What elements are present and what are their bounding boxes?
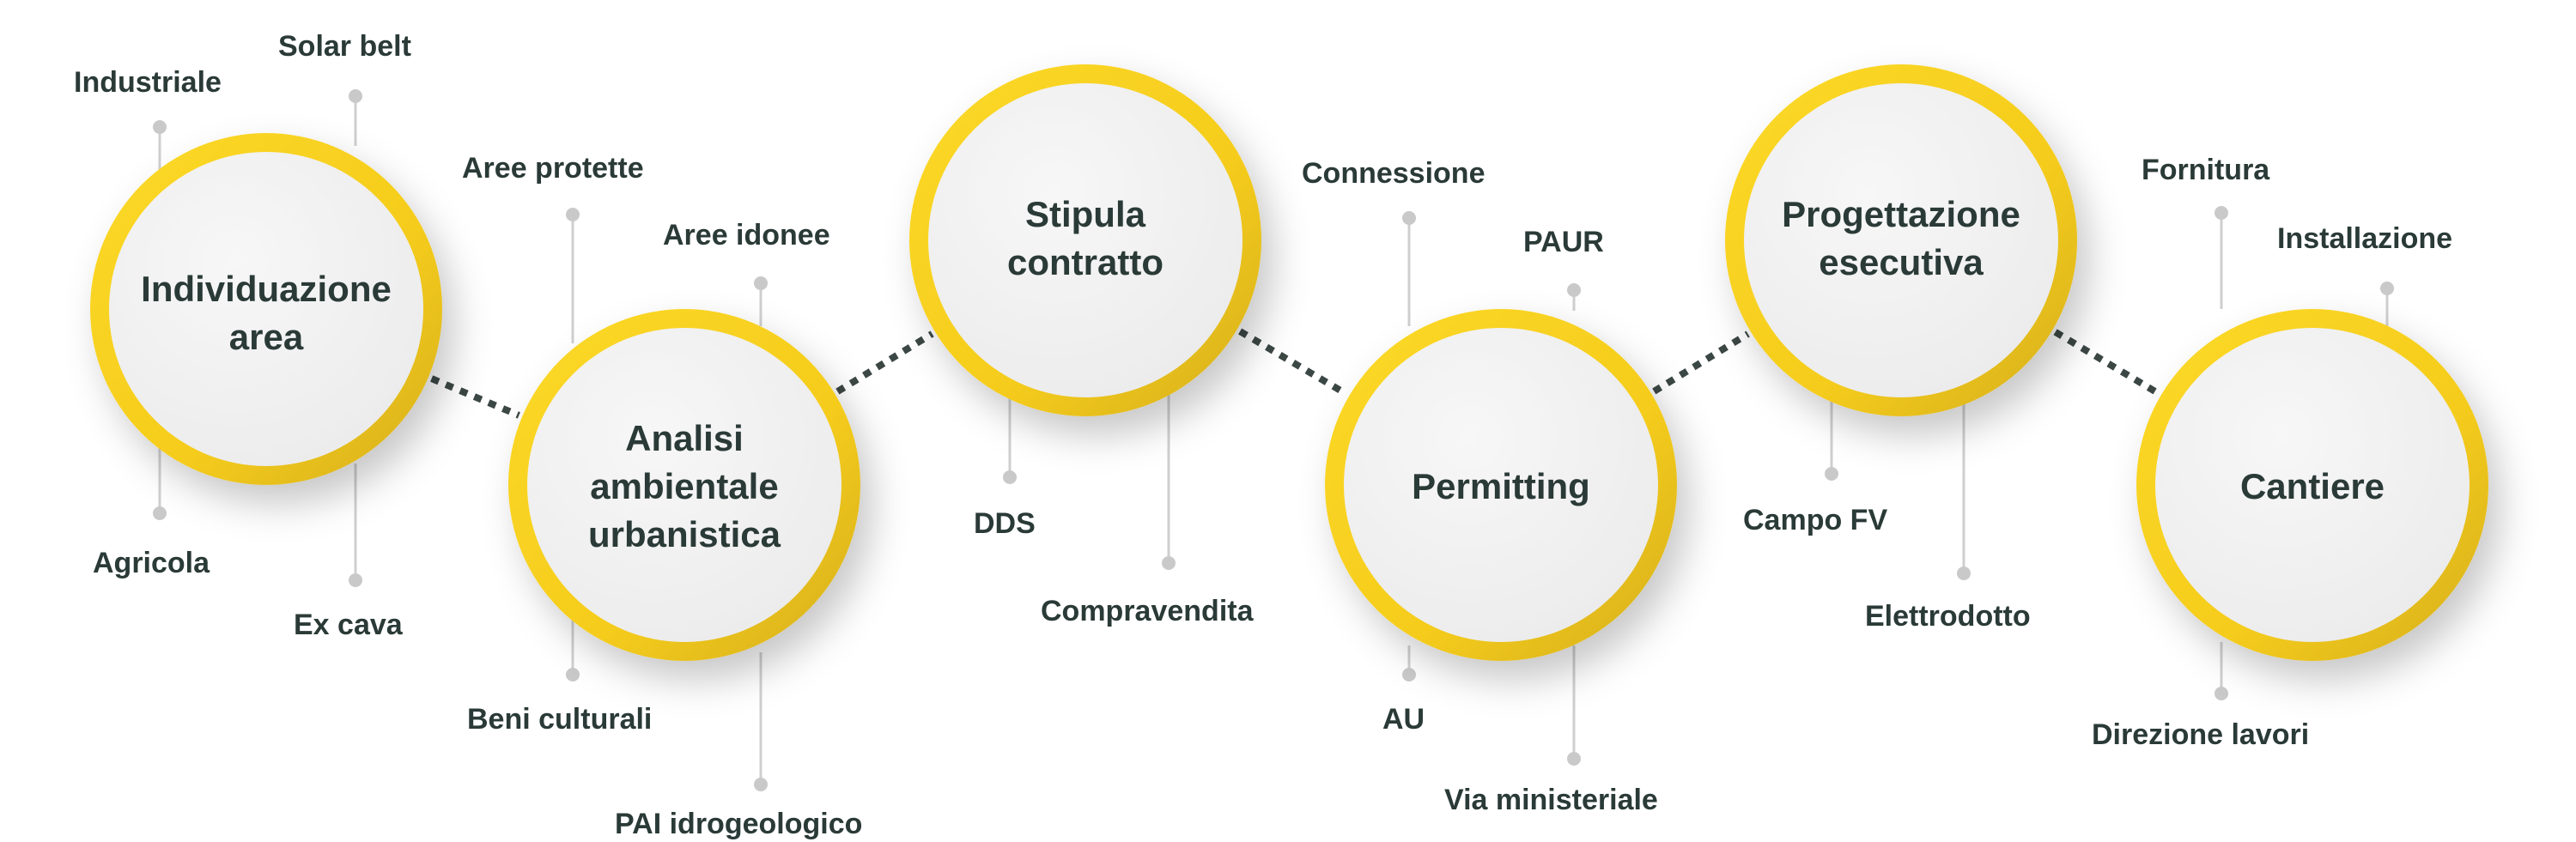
tag-campo-fv: Campo FV xyxy=(1743,504,1888,536)
stem-dot-campo-fv xyxy=(1825,467,1838,481)
step-fill-analisi xyxy=(527,328,841,642)
step-circle-analisi xyxy=(508,309,860,661)
step-circle-cantiere xyxy=(2136,309,2488,661)
step-analisi-title: Analisi ambientale urbanistica xyxy=(587,418,781,554)
step-fill-progettazione-esecutiva xyxy=(1744,83,2058,397)
stem-dot-pai-idrogeologico xyxy=(754,778,768,791)
tag-beni-culturali: Beni culturali xyxy=(467,703,653,736)
step-progettazione-esecutiva-title: Progettazione esecutiva xyxy=(1782,194,2020,282)
stem-dot-compravendita xyxy=(1162,556,1176,570)
tag-aree-protette: Aree protette xyxy=(462,152,644,185)
connector-permitting-to-progettazione-esecutiva xyxy=(1652,330,1750,395)
stem-dot-aree-idonee xyxy=(754,276,768,290)
tag-aree-idonee: Aree idonee xyxy=(663,219,830,251)
stem-dot-solar-belt xyxy=(349,89,362,103)
tag-industriale: Industriale xyxy=(74,66,222,99)
tag-installazione: Installazione xyxy=(2277,222,2453,255)
tag-fornitura: Fornitura xyxy=(2142,154,2270,186)
step-circle-individuazione-area xyxy=(90,133,442,485)
tag-pai-idrogeologico: PAI idrogeologico xyxy=(615,808,863,840)
stem-dot-paur xyxy=(1567,283,1581,297)
connector-stipula-contratto-to-permitting xyxy=(1238,328,1348,397)
step-circle-progettazione-esecutiva xyxy=(1725,64,2077,416)
tag-au: AU xyxy=(1382,703,1425,736)
stem-dot-direzione-lavori xyxy=(2215,687,2228,700)
stem-dot-industriale xyxy=(153,120,167,134)
tag-dds: DDS xyxy=(974,507,1036,540)
stem-dot-installazione xyxy=(2380,282,2394,295)
stem-dot-au xyxy=(1402,668,1416,681)
tag-paur: PAUR xyxy=(1523,226,1604,258)
step-permitting-title: Permitting xyxy=(1412,466,1590,506)
connector-individuazione-area-to-analisi xyxy=(430,375,520,419)
tag-ex-cava: Ex cava xyxy=(294,609,403,641)
stem-dot-elettrodotto xyxy=(1957,566,1971,580)
tag-direzione-lavori: Direzione lavori xyxy=(2092,718,2310,751)
stem-dot-fornitura xyxy=(2215,206,2228,220)
tag-elettrodotto: Elettrodotto xyxy=(1865,600,2031,633)
stem-dot-via-ministeriale xyxy=(1567,752,1581,766)
connector-analisi-to-stipula-contratto xyxy=(835,330,934,395)
connector-progettazione-esecutiva-to-cantiere xyxy=(2053,329,2160,397)
tag-solar-belt: Solar belt xyxy=(278,30,411,63)
step-fill-cantiere xyxy=(2155,328,2470,642)
tag-compravendita: Compravendita xyxy=(1041,595,1254,627)
step-circle-permitting xyxy=(1325,309,1677,661)
tag-via-ministeriale: Via ministeriale xyxy=(1444,784,1658,816)
step-cantiere-title: Cantiere xyxy=(2239,466,2385,506)
step-fill-individuazione-area xyxy=(109,152,423,466)
tag-agricola: Agricola xyxy=(93,547,210,579)
step-individuazione-area-title: Individuazione area xyxy=(141,269,392,357)
stem-dot-aree-protette xyxy=(566,208,580,221)
stem-dot-agricola xyxy=(153,506,167,520)
stem-dot-ex-cava xyxy=(349,573,362,587)
tag-connessione: Connessione xyxy=(1302,157,1485,190)
step-stipula-contratto-title: Stipula contratto xyxy=(1007,194,1163,282)
stem-dot-beni-culturali xyxy=(566,668,580,681)
stem-dot-dds xyxy=(1003,470,1017,484)
step-fill-stipula-contratto xyxy=(928,83,1242,397)
step-circle-stipula-contratto xyxy=(909,64,1261,416)
stem-dot-connessione xyxy=(1402,211,1416,225)
step-fill-permitting xyxy=(1344,328,1658,642)
